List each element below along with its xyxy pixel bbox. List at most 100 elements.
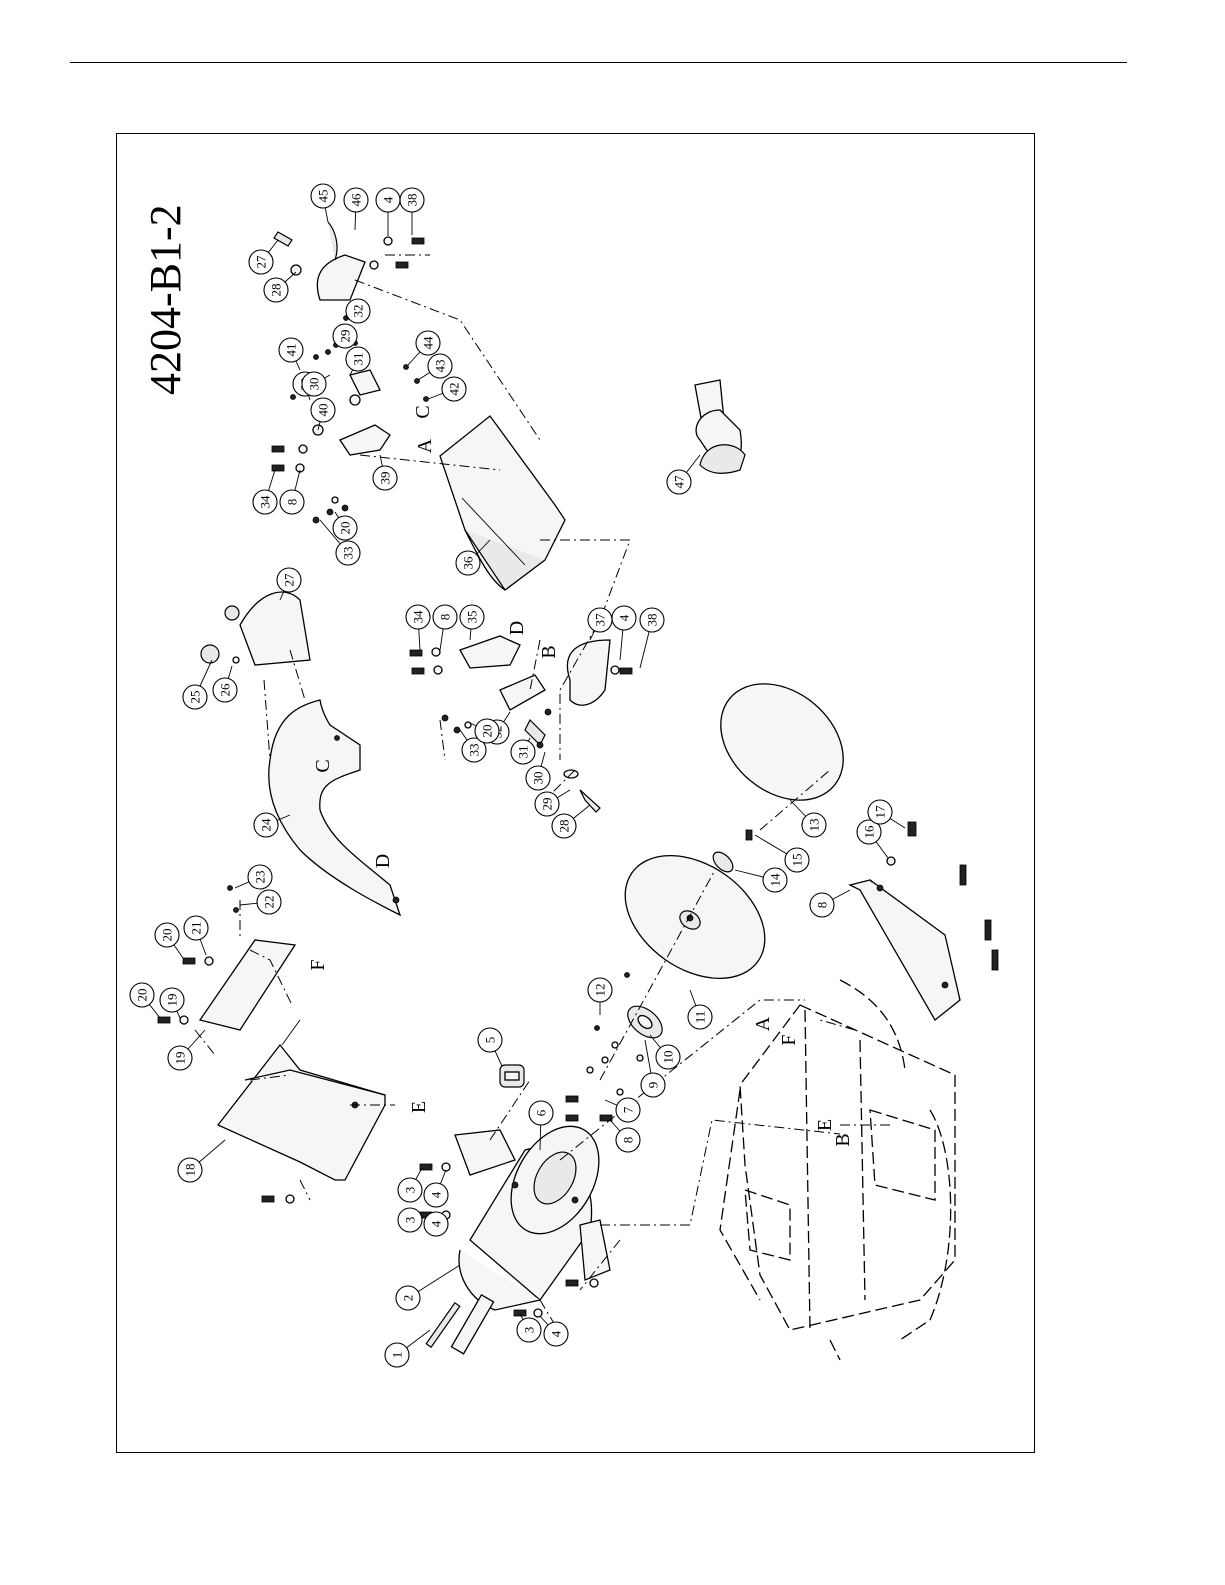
callout-part-3: 3: [398, 1168, 422, 1202]
callout-number: 4: [429, 1220, 444, 1227]
callout-number: 42: [447, 383, 462, 396]
callout-number: 38: [405, 194, 420, 207]
callout-number: 29: [338, 330, 353, 343]
callout-number: 13: [807, 819, 822, 832]
disc-guard: [269, 700, 400, 915]
callout-number: 31: [351, 353, 366, 366]
callout-number: 20: [135, 989, 150, 1002]
callout-part-8: 8: [433, 605, 457, 650]
callout-number: 3: [522, 1327, 537, 1334]
callout-number: 9: [646, 1082, 661, 1089]
ref-letter-b: B: [832, 1133, 854, 1146]
callout-part-18: 18: [178, 1140, 225, 1182]
callout-part-26: 26: [213, 666, 237, 702]
ref-letter-c: C: [312, 759, 334, 772]
callout-part-4: 4: [612, 606, 636, 660]
callout-number: 5: [483, 1037, 498, 1044]
ref-letter-c: C: [412, 405, 434, 418]
callout-number: 32: [351, 305, 366, 318]
callout-number: 45: [316, 190, 331, 203]
callout-number: 33: [467, 744, 482, 757]
callout-part-38: 38: [640, 608, 664, 668]
callout-part-46: 46: [344, 188, 368, 230]
callout-number: 46: [349, 193, 364, 207]
callout-number: 20: [338, 522, 353, 535]
callout-number: 12: [593, 984, 608, 997]
sanding-disc-plate: [602, 830, 788, 1004]
callout-number: 18: [183, 1164, 198, 1177]
callout-number: 28: [269, 284, 284, 297]
callout-number: 34: [411, 610, 426, 624]
callout-number: 7: [621, 1106, 636, 1113]
callout-part-42: 42: [428, 377, 466, 401]
callout-number: 19: [173, 1052, 188, 1065]
callout-number: 19: [165, 994, 180, 1007]
callout-part-13: 13: [790, 800, 826, 837]
ref-letter-d: D: [372, 854, 394, 868]
callout-number: 47: [672, 475, 687, 489]
callout-number: 33: [341, 547, 356, 560]
callout-number: 31: [516, 746, 531, 759]
callout-number: 27: [282, 573, 297, 587]
callout-part-37: 37: [588, 608, 612, 640]
callout-part-32: 32: [346, 299, 370, 323]
callout-number: 24: [259, 818, 274, 832]
callout-part-47: 47: [667, 455, 700, 494]
callout-number: 43: [433, 360, 448, 373]
callout-part-19: 19: [160, 988, 184, 1018]
ref-letter-e: E: [408, 1101, 430, 1113]
callout-part-4: 4: [424, 1212, 448, 1236]
ref-letter-a: A: [752, 1016, 774, 1031]
callout-number: 25: [188, 691, 203, 704]
callout-number: 20: [480, 725, 495, 738]
arbor-screw: [746, 830, 752, 840]
dust-chute: [201, 592, 310, 665]
callout-part-25: 25: [183, 660, 212, 709]
callout-number: 8: [285, 499, 300, 506]
callout-part-28: 28: [264, 272, 296, 302]
callout-part-45: 45: [311, 184, 335, 222]
callout-number: 3: [403, 1217, 418, 1224]
callout-part-29: 29: [333, 324, 357, 348]
callout-part-10: 10: [650, 1035, 680, 1069]
callout-part-11: 11: [688, 990, 712, 1029]
callout-part-4: 4: [376, 188, 400, 236]
sanding-disc: [698, 660, 866, 824]
callout-number: 26: [218, 683, 233, 697]
callout-number: 4: [617, 614, 632, 621]
ref-letter-f: F: [778, 1034, 800, 1045]
callout-part-19: 19: [168, 1030, 205, 1070]
callout-number: 10: [661, 1051, 676, 1064]
callout-number: 28: [557, 820, 572, 833]
callout-number: 39: [378, 472, 393, 485]
callout-part-34: 34: [253, 470, 277, 514]
callout-part-3: 3: [517, 1314, 541, 1342]
callout-number: 44: [421, 336, 436, 350]
callout-number: 38: [645, 614, 660, 627]
ref-letter-b: B: [538, 645, 560, 658]
callout-part-39: 39: [373, 455, 397, 490]
motor: [451, 1111, 616, 1354]
callout-part-31: 31: [511, 738, 535, 764]
callout-number: 30: [531, 772, 546, 785]
callout-number: 14: [768, 873, 783, 887]
callout-part-8: 8: [810, 890, 850, 917]
callout-number: 20: [160, 929, 175, 942]
callout-number: 40: [316, 404, 331, 417]
callout-number: 37: [593, 613, 608, 627]
callout-part-27: 27: [249, 240, 278, 274]
callout-number: 3: [403, 1187, 418, 1194]
callout-number: 4: [381, 196, 396, 203]
callout-number: 11: [693, 1011, 708, 1024]
ref-letter-d: D: [506, 621, 528, 635]
table-bracket-a: [272, 222, 429, 523]
callout-part-38: 38: [400, 188, 424, 235]
callout-part-20: 20: [155, 923, 183, 958]
ref-letter-a: A: [414, 438, 436, 453]
callout-part-30: 30: [302, 372, 330, 396]
callout-number: 22: [262, 896, 277, 909]
callout-part-4: 4: [424, 1170, 448, 1207]
mounting-bracket: [850, 822, 998, 1020]
callout-number: 8: [815, 902, 830, 909]
